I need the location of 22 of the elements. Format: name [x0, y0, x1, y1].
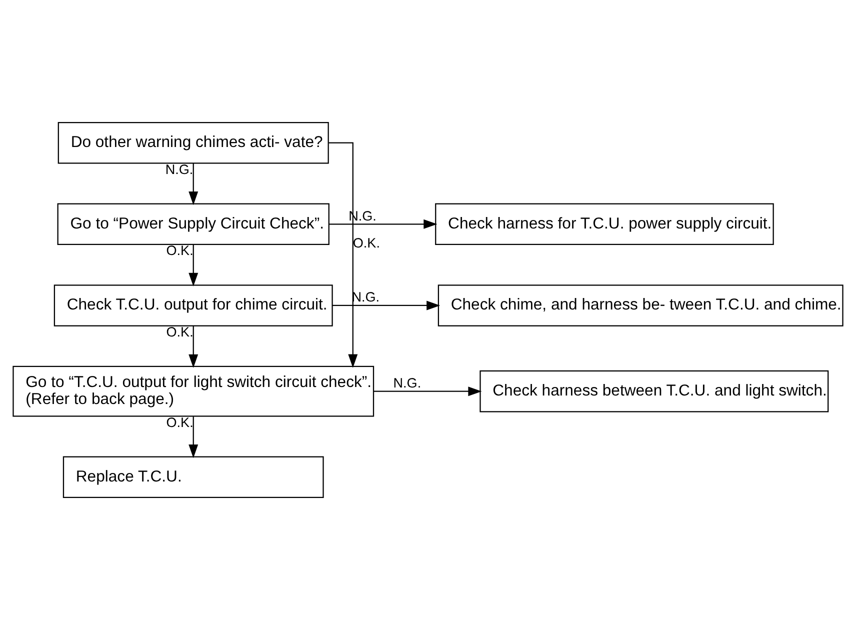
node-box: Replace T.C.U.: [62, 456, 324, 498]
arrow: [188, 325, 198, 368]
arrow: [329, 218, 438, 228]
node-box: Check T.C.U. output for chime circuit.: [54, 284, 333, 326]
arrow: [328, 142, 358, 368]
arrow: [374, 386, 482, 396]
node-box: Do other warning chimes acti- vate?: [58, 121, 329, 164]
node-box: Check harness between T.C.U. and light switch.: [480, 370, 829, 412]
arrow: [188, 162, 198, 205]
arrow: [332, 300, 440, 310]
node-box: Go to “T.C.U. output for light switch circuit check”. (Refer to back page.): [12, 365, 374, 416]
arrow: [188, 416, 198, 458]
node-box: Go to “Power Supply Circuit Check”.: [57, 202, 330, 245]
edge-label: O.K.: [166, 324, 194, 340]
node-box: Check harness for T.C.U. power supply circuit.: [435, 202, 774, 245]
edge-label: O.K.: [166, 242, 194, 258]
edge-label: N.G.: [393, 374, 422, 390]
node-box: Check chime, and harness be- tween T.C.U. and chime.: [438, 284, 844, 326]
edge-label: O.K.: [352, 235, 380, 250]
arrow: [188, 244, 198, 286]
edge-label: O.K.: [166, 414, 194, 430]
edge-label: N.G.: [165, 161, 194, 176]
